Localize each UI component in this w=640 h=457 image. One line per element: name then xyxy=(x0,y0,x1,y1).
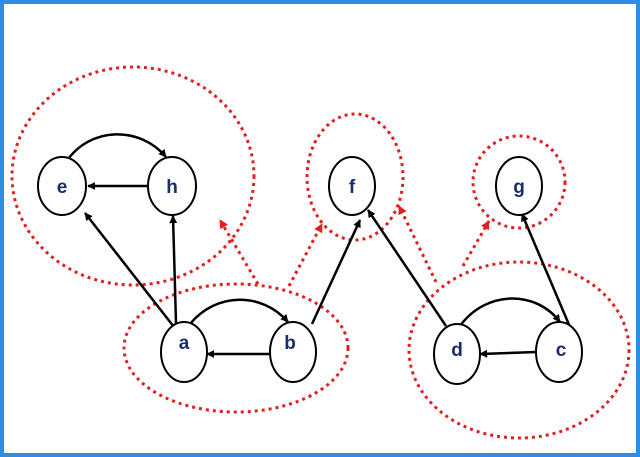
node-c: c xyxy=(535,321,583,383)
node-d: d xyxy=(433,323,481,385)
component-eh xyxy=(10,65,256,287)
edge-c-g xyxy=(520,213,572,328)
node-d-circle xyxy=(433,323,481,385)
node-a-circle xyxy=(160,321,208,383)
edge-a-h xyxy=(169,215,178,324)
node-h-circle xyxy=(147,156,197,216)
node-b: b xyxy=(269,321,317,383)
node-a-label: a xyxy=(179,333,190,354)
edge-a-e xyxy=(84,212,175,328)
node-f-label: f xyxy=(349,177,356,198)
node-f: f xyxy=(328,156,376,216)
node-e: e xyxy=(37,156,87,216)
node-d-label: d xyxy=(451,340,463,361)
node-e-label: e xyxy=(57,177,68,198)
node-c-label: c xyxy=(556,340,567,361)
edge-e-h xyxy=(64,133,167,163)
component-edge-ab-eh xyxy=(218,219,260,285)
component-edge-dc-f xyxy=(397,205,438,283)
node-b-label: b xyxy=(284,333,296,354)
edge-d-c xyxy=(458,297,561,327)
node-g-label: g xyxy=(513,177,525,198)
component-dc xyxy=(407,260,631,440)
edge-c-d xyxy=(479,349,537,358)
component-ab xyxy=(122,282,350,414)
edge-a-b xyxy=(189,298,289,325)
edges-layer xyxy=(64,133,572,358)
nodes-layer: e h f g a b d xyxy=(37,156,583,385)
component-f xyxy=(305,112,405,242)
node-e-circle xyxy=(37,156,87,216)
scc-graph-diagram: e h f g a b d xyxy=(10,65,631,440)
node-b-circle xyxy=(269,321,317,383)
component-edge-ab-f xyxy=(287,223,324,287)
component-edge-dc-g xyxy=(461,220,491,267)
node-f-circle xyxy=(328,156,376,216)
edge-d-f xyxy=(366,209,448,327)
node-h: h xyxy=(147,156,197,216)
node-h-label: h xyxy=(166,177,178,198)
node-g-circle xyxy=(495,156,543,216)
component-edges-layer xyxy=(218,205,491,287)
node-c-circle xyxy=(535,321,583,383)
component-g xyxy=(471,134,567,230)
node-g: g xyxy=(495,156,543,216)
edge-b-f xyxy=(310,219,362,325)
node-a: a xyxy=(160,321,208,383)
components-layer xyxy=(10,65,631,440)
